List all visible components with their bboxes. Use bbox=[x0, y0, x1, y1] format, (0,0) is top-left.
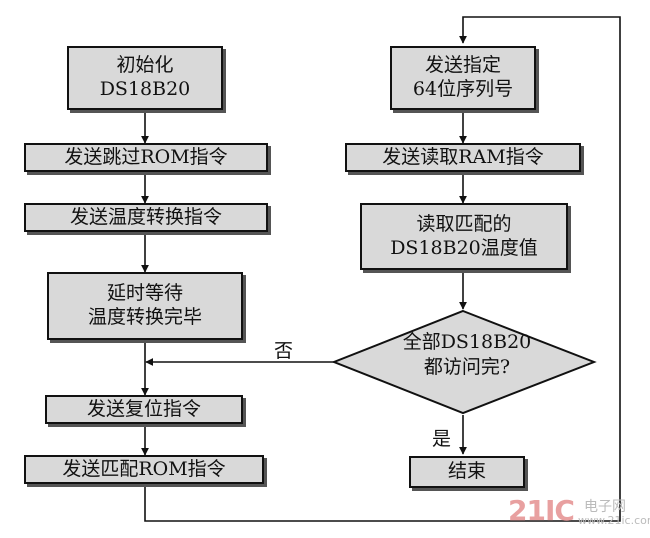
decision-line-2: 都访问完? bbox=[423, 355, 511, 378]
read-temp-line-2: DS18B20温度值 bbox=[390, 236, 538, 259]
reset-label: 发送复位指令 bbox=[86, 397, 201, 420]
watermark-logo: 21IC 电子网 www.21ic.com bbox=[508, 494, 650, 527]
init-box: 初始化 DS18B20 bbox=[67, 46, 223, 110]
delay-wait-box: 延时等待 温度转换完毕 bbox=[47, 272, 243, 340]
match-rom-label: 发送匹配ROM指令 bbox=[62, 457, 226, 480]
init-line-1: 初始化 bbox=[116, 54, 174, 77]
temp-convert-label: 发送温度转换指令 bbox=[69, 205, 222, 228]
watermark-brand: 21IC bbox=[508, 494, 575, 527]
decision-text: 全部DS18B20 都访问完? bbox=[360, 330, 574, 379]
watermark-site: 电子网 bbox=[584, 499, 626, 515]
delay-wait-line-1: 延时等待 bbox=[106, 282, 183, 305]
watermark-url: www.21ic.com bbox=[578, 514, 650, 527]
match-rom-box: 发送匹配ROM指令 bbox=[24, 455, 264, 484]
skip-rom-box: 发送跳过ROM指令 bbox=[24, 143, 268, 172]
reset-box: 发送复位指令 bbox=[45, 395, 243, 424]
no-label: 否 bbox=[274, 340, 294, 362]
decision-line-1: 全部DS18B20 bbox=[402, 331, 532, 353]
send-serial-line-2: 64位序列号 bbox=[412, 78, 514, 100]
read-ram-label: 发送读取RAM指令 bbox=[382, 145, 544, 168]
read-temp-line-1: 读取匹配的 bbox=[416, 212, 512, 235]
send-serial-box: 发送指定 64位序列号 bbox=[390, 46, 536, 110]
end-box: 结束 bbox=[409, 456, 525, 488]
send-serial-line-1: 发送指定 bbox=[424, 54, 501, 77]
skip-rom-label: 发送跳过ROM指令 bbox=[64, 145, 228, 168]
decision-diamond bbox=[331, 309, 597, 415]
loop-connector bbox=[144, 16, 621, 522]
init-line-2: DS18B20 bbox=[99, 78, 191, 100]
delay-wait-line-2: 温度转换完毕 bbox=[87, 306, 202, 328]
read-temp-box: 读取匹配的 DS18B20温度值 bbox=[360, 203, 568, 270]
read-ram-box: 发送读取RAM指令 bbox=[345, 143, 581, 172]
yes-label: 是 bbox=[432, 428, 452, 450]
end-label: 结束 bbox=[447, 460, 486, 483]
temp-convert-box: 发送温度转换指令 bbox=[24, 203, 268, 232]
